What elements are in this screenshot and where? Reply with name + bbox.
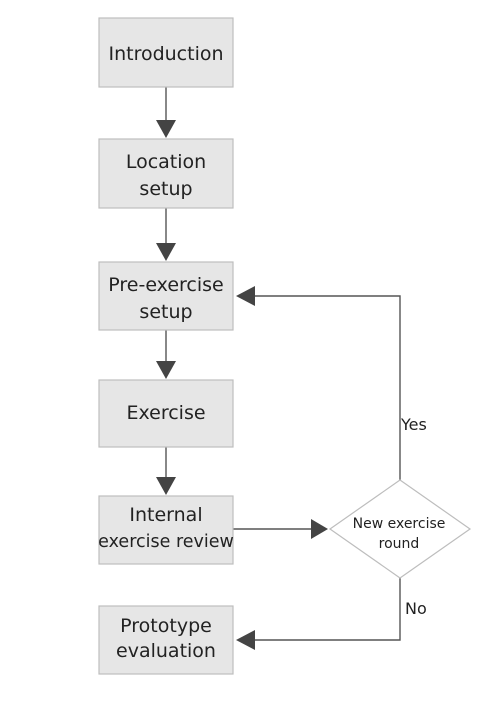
node-pre-exercise-setup: Pre-exercise setup (98, 261, 234, 331)
edge-no-branch (255, 578, 401, 641)
arrow-down-icon (156, 120, 176, 138)
node-location-setup-line1: Location (126, 151, 206, 173)
node-pre-exercise-setup-line1: Pre-exercise (108, 274, 223, 296)
node-exercise-label: Exercise (126, 402, 205, 424)
node-introduction: Introduction (98, 17, 234, 88)
node-decision: New exercise round (328, 479, 472, 579)
arrow-left-icon (236, 630, 255, 650)
node-internal-review-line1: Internal (129, 504, 202, 526)
connectors (156, 87, 401, 650)
node-internal-review-line2: exercise review (98, 532, 234, 552)
node-exercise: Exercise (98, 379, 234, 448)
node-location-setup-line2: setup (139, 178, 192, 200)
node-decision-line2: round (379, 536, 420, 552)
node-location-setup: Location setup (98, 138, 234, 209)
edge-no-label: No (405, 599, 427, 618)
node-decision-line1: New exercise (353, 516, 446, 532)
arrow-down-icon (156, 361, 176, 379)
node-prototype-evaluation-line2: evaluation (116, 640, 216, 662)
arrow-left-icon (236, 286, 255, 306)
arrow-down-icon (156, 477, 176, 495)
edge-yes-loop (255, 295, 401, 480)
node-prototype-evaluation: Prototype evaluation (98, 605, 234, 675)
edge-yes-label: Yes (400, 415, 427, 434)
node-introduction-label: Introduction (108, 43, 223, 65)
node-pre-exercise-setup-line2: setup (139, 301, 192, 323)
node-internal-review: Internal exercise review (98, 495, 234, 565)
node-prototype-evaluation-line1: Prototype (120, 615, 212, 637)
arrow-right-icon (311, 519, 328, 539)
arrow-down-icon (156, 243, 176, 261)
